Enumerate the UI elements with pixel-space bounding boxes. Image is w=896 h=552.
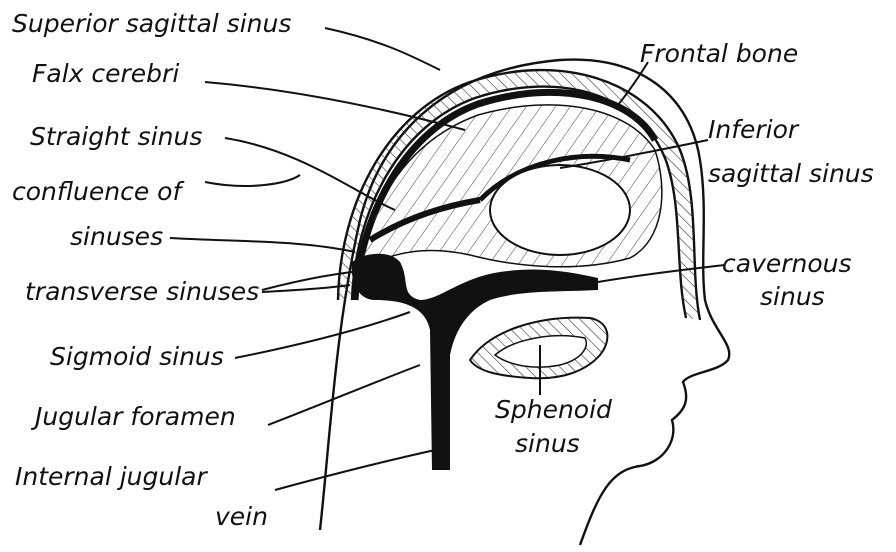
leader-sigmoid — [235, 312, 410, 358]
label-sphenoid-line1: Sphenoid — [495, 395, 612, 424]
label-cavernous-line2: sinus — [760, 282, 825, 311]
leader-jugular-foramen — [268, 365, 420, 425]
label-inferior-line1: Inferior — [708, 115, 800, 144]
leader-cavernous — [598, 265, 725, 282]
label-inferior-line2: sagittal sinus — [708, 159, 874, 188]
leader-confluence — [205, 175, 300, 186]
label-internal-jugular-line1: Internal jugular — [15, 462, 209, 491]
label-jugular-foramen: Jugular foramen — [30, 402, 236, 431]
label-confluence-line1: confluence of — [12, 177, 184, 206]
label-sphenoid-line2: sinus — [515, 429, 580, 458]
label-internal-jugular-line2: vein — [215, 502, 268, 531]
brain-oval — [490, 165, 630, 255]
label-cavernous-line1: cavernous — [722, 249, 852, 278]
label-transverse-sinuses: transverse sinuses — [25, 277, 259, 306]
label-superior-sagittal-sinus: Superior sagittal sinus — [12, 9, 291, 38]
leader-superior-sagittal — [325, 28, 440, 70]
label-straight-sinus: Straight sinus — [30, 122, 202, 151]
label-frontal-bone: Frontal bone — [640, 39, 798, 68]
leader-sinuses — [170, 238, 355, 252]
leader-internal-jugular — [275, 450, 435, 490]
label-falx-cerebri: Falx cerebri — [32, 59, 179, 88]
label-sigmoid-sinus: Sigmoid sinus — [50, 342, 224, 371]
label-confluence-line2: sinuses — [70, 222, 163, 251]
